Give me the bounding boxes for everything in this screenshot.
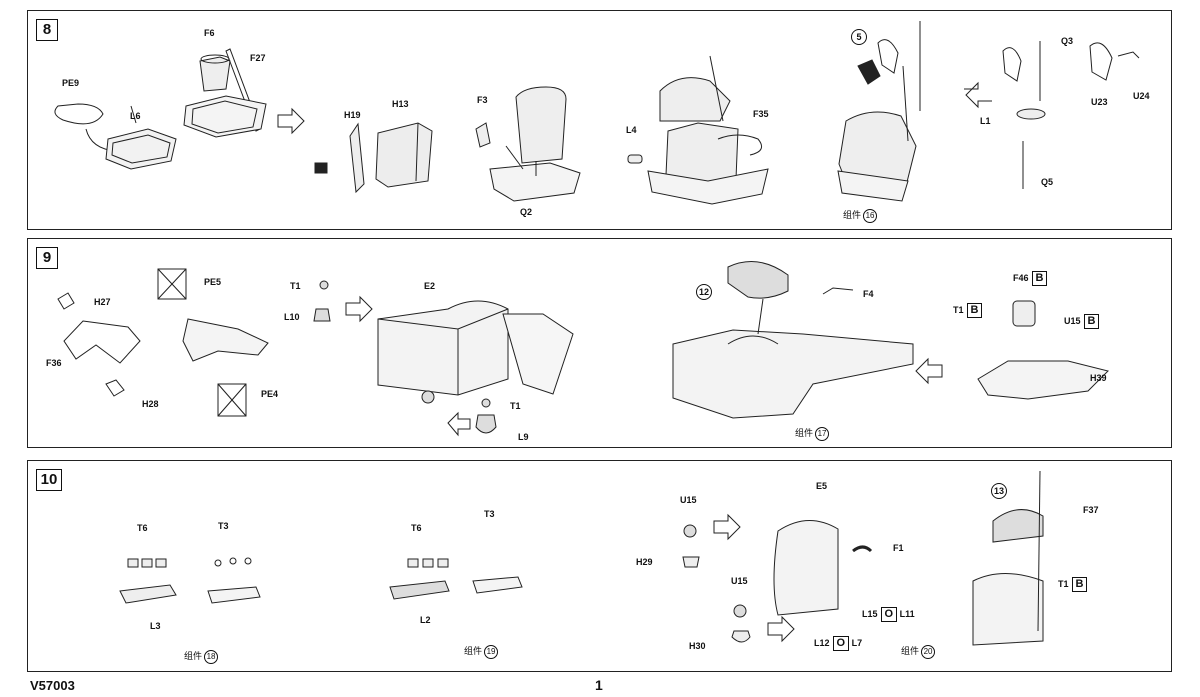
step-8-panel: 8 — [27, 10, 1172, 230]
label-l9: L9 — [518, 432, 529, 442]
box-b: B — [1083, 314, 1100, 329]
label-e2: E2 — [424, 281, 436, 291]
label-h39: H39 — [1090, 373, 1107, 383]
label-h13: H13 — [392, 99, 409, 109]
label-q3: Q3 — [1061, 36, 1074, 46]
box-b: B — [1071, 577, 1088, 592]
assembly-number: 17 — [815, 427, 830, 441]
label-t1a: T1 — [290, 281, 301, 291]
label-u23: U23 — [1091, 97, 1108, 107]
label-t1b: T1 — [510, 401, 521, 411]
callout-12: 12 — [696, 284, 712, 300]
box-o: O — [832, 636, 850, 651]
step-9-panel: 9 — [27, 238, 1172, 448]
assembly-text: 组件 — [843, 210, 862, 220]
label-f35: F35 — [753, 109, 769, 119]
label-u24: U24 — [1133, 91, 1150, 101]
label-q2: Q2 — [520, 207, 533, 217]
callout-13: 13 — [991, 483, 1007, 499]
label-l10: L10 — [284, 312, 300, 322]
label-u15b: U15 — [731, 576, 748, 586]
label-h28: H28 — [142, 399, 159, 409]
label-t3a: T3 — [218, 521, 229, 531]
label-h29: H29 — [636, 557, 653, 567]
assembly-text: 组件 — [184, 651, 203, 661]
label-l11: L11 — [899, 609, 915, 619]
step-10-drawing — [119, 470, 1044, 646]
label-pe9: PE9 — [62, 78, 80, 88]
label-e5: E5 — [816, 481, 828, 491]
label-q5: Q5 — [1041, 177, 1054, 187]
assembly-text: 组件 — [901, 646, 920, 656]
label-l2: L2 — [420, 615, 431, 625]
label-pe4: PE4 — [261, 389, 279, 399]
label-f6: F6 — [204, 28, 215, 38]
box-o: O — [880, 607, 898, 622]
label-pe5: PE5 — [204, 277, 222, 287]
label-t6b: T6 — [411, 523, 422, 533]
box-b: B — [966, 303, 983, 318]
step-10-panel: 10 T6 T3 L3 T6 T3 L2 U1 — [27, 460, 1172, 672]
step-number: 8 — [36, 19, 58, 41]
product-code: V57003 — [30, 678, 75, 693]
assembly-number: 20 — [921, 645, 936, 659]
label-f1: F1 — [893, 543, 904, 553]
label-t3b: T3 — [484, 509, 495, 519]
label-f27: F27 — [250, 53, 266, 63]
label-l7: L7 — [851, 638, 863, 648]
label-h27: H27 — [94, 297, 111, 307]
label-u15a: U15 — [680, 495, 697, 505]
label-t1-text: T1 — [1058, 579, 1069, 589]
label-l12: L12 — [814, 638, 830, 648]
label-t6a: T6 — [137, 523, 148, 533]
step-8-drawing — [54, 21, 1140, 205]
label-l1: L1 — [980, 116, 991, 126]
label-f4: F4 — [863, 289, 874, 299]
label-l15: L15 — [862, 609, 878, 619]
page-number: 1 — [595, 677, 603, 693]
label-f37: F37 — [1083, 505, 1099, 515]
label-f46-text: F46 — [1013, 273, 1029, 283]
step-number: 10 — [36, 469, 62, 491]
assembly-number: 19 — [484, 645, 499, 659]
label-l3: L3 — [150, 621, 161, 631]
label-l6: L6 — [130, 111, 141, 121]
label-u15-text: U15 — [1064, 316, 1081, 326]
step-number: 9 — [36, 247, 58, 269]
label-h30: H30 — [689, 641, 706, 651]
callout-5: 5 — [851, 29, 867, 45]
assembly-text: 组件 — [464, 646, 483, 656]
assembly-number: 16 — [863, 209, 878, 223]
label-t1c-text: T1 — [953, 305, 964, 315]
box-b: B — [1031, 271, 1048, 286]
label-f36: F36 — [46, 358, 62, 368]
assembly-text: 组件 — [795, 428, 814, 438]
label-l4: L4 — [626, 125, 637, 135]
label-h19: H19 — [344, 110, 361, 120]
label-f3: F3 — [477, 95, 488, 105]
step-9-drawing — [57, 261, 1109, 437]
assembly-number: 18 — [204, 650, 219, 664]
